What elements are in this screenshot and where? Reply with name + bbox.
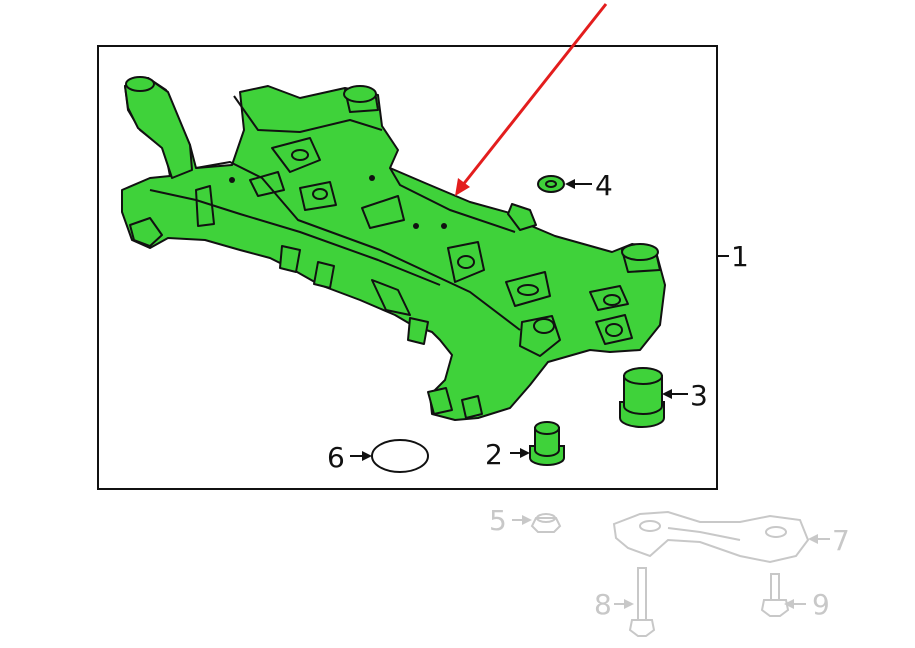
part-7-bracket[interactable] [612,510,810,564]
callout-2[interactable]: 2 [485,438,503,471]
assembly-frame [97,45,718,490]
front-subframe[interactable] [121,76,666,421]
callout-3[interactable]: 3 [690,379,708,412]
part-8-bolt[interactable] [628,567,656,637]
callout-6[interactable]: 6 [327,441,345,474]
part-3-bushing[interactable] [619,367,665,428]
leader-lines [350,179,729,461]
part-2-bushing[interactable] [529,421,565,466]
highlight-arrow [455,3,608,196]
part-9-bolt[interactable] [760,573,790,617]
callout-5[interactable]: 5 [489,504,507,537]
callout-9[interactable]: 9 [812,588,830,621]
part-4-washer[interactable] [537,175,565,193]
callout-8[interactable]: 8 [594,588,612,621]
callout-7[interactable]: 7 [832,524,850,557]
callout-4[interactable]: 4 [595,169,613,202]
faded-leader-lines [512,515,830,609]
part-6-o-ring[interactable] [371,439,429,473]
part-5-nut[interactable] [530,513,562,533]
callout-1[interactable]: 1 [731,240,749,273]
